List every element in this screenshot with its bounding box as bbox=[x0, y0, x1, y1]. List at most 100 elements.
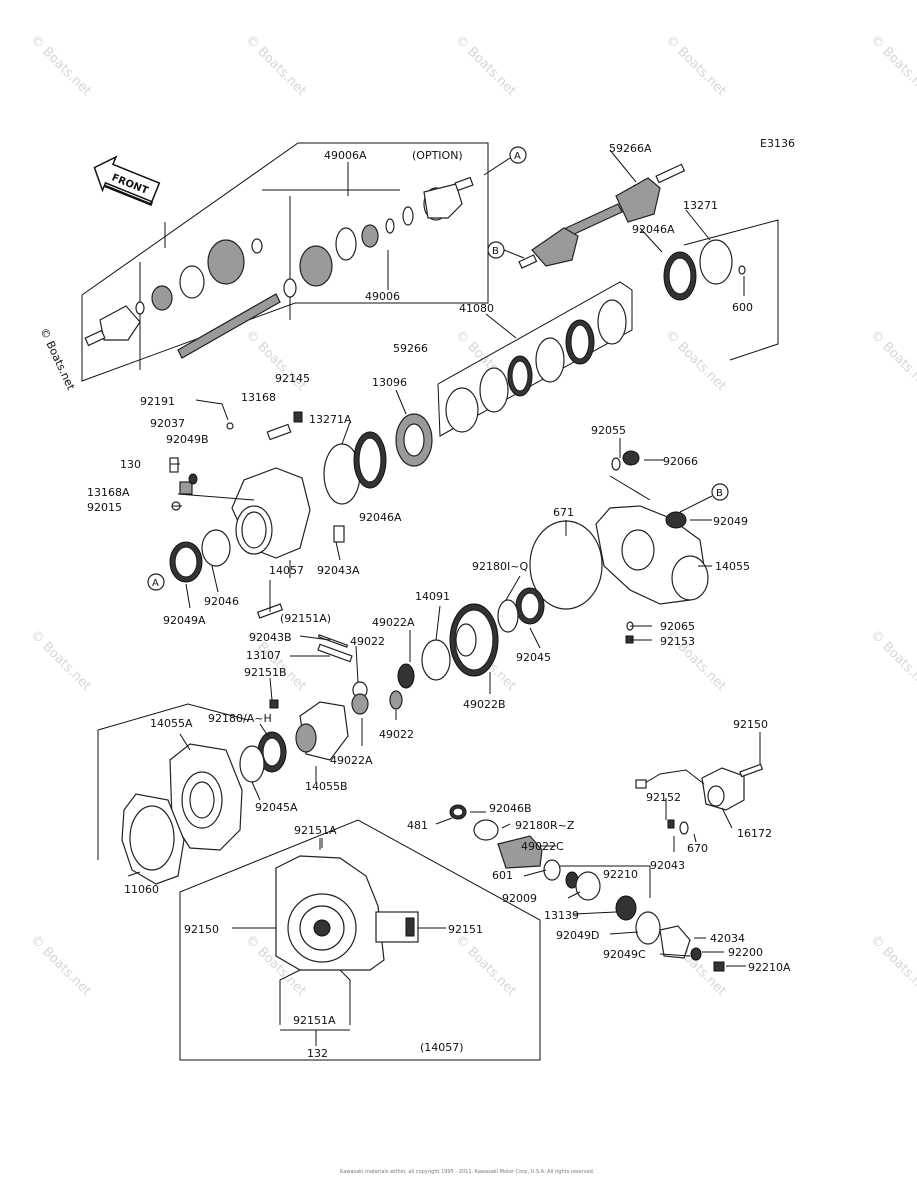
ref-b-label: B bbox=[716, 488, 723, 499]
part-label: 13168 bbox=[241, 391, 276, 404]
part-label: 92049A bbox=[163, 614, 206, 627]
ref-a-icon: A bbox=[483, 146, 527, 176]
part-label: 49022 bbox=[350, 635, 385, 648]
ref-b-icon: B bbox=[679, 483, 729, 513]
part-label: 92150 bbox=[184, 923, 219, 936]
watermark: © Boats.net bbox=[27, 627, 94, 694]
part-label: 92210 bbox=[603, 868, 638, 881]
part-label: 92152 bbox=[646, 791, 681, 804]
watermark: © Boats.net bbox=[867, 327, 917, 394]
part-label: 92043B bbox=[249, 631, 292, 644]
part-label: 13139 bbox=[544, 909, 579, 922]
part-label: 92180R~Z bbox=[515, 819, 575, 832]
rear-housing bbox=[529, 450, 709, 644]
ref-a-label: A bbox=[152, 578, 159, 589]
part-label: 670 bbox=[687, 842, 708, 855]
part-label: 92151A bbox=[293, 1014, 336, 1027]
diagram-code: E3136 bbox=[760, 137, 795, 150]
part-label: 130 bbox=[120, 458, 141, 471]
ref-a-label: A bbox=[514, 151, 521, 162]
part-label: 49022A bbox=[372, 616, 415, 629]
watermark: © Boats.net bbox=[662, 32, 729, 99]
part-label: 13096 bbox=[372, 376, 407, 389]
part-label: 92045A bbox=[255, 801, 298, 814]
part-label: 92150 bbox=[733, 718, 768, 731]
part-label: 14091 bbox=[415, 590, 450, 603]
ref-b-label: B bbox=[492, 246, 499, 257]
leader-lines bbox=[127, 149, 761, 967]
part-label: 14057 bbox=[269, 564, 304, 577]
part-label: 92055 bbox=[591, 424, 626, 437]
option-shaft-parts bbox=[84, 176, 474, 359]
part-label: 14055B bbox=[305, 780, 348, 793]
part-label: 92066 bbox=[663, 455, 698, 468]
part-label: 92043A bbox=[317, 564, 360, 577]
part-label: 11060 bbox=[124, 883, 159, 896]
part-label: 92049C bbox=[603, 948, 646, 961]
part-label: 92191 bbox=[140, 395, 175, 408]
clutch-pack bbox=[437, 281, 633, 437]
seal-box bbox=[663, 219, 779, 361]
copyright-text: Kawasaki materials within, all copyright… bbox=[340, 1169, 595, 1175]
part-label: 13168A bbox=[87, 486, 130, 499]
watermark: © Boats.net bbox=[452, 932, 519, 999]
axle-shaft bbox=[518, 163, 686, 269]
front-housing bbox=[169, 399, 433, 619]
part-label: 92009 bbox=[502, 892, 537, 905]
ref-a-icon: A bbox=[147, 573, 165, 591]
option-label: (OPTION) bbox=[412, 149, 463, 162]
watermark: © Boats.net bbox=[242, 32, 309, 99]
watermark: © Boats.net bbox=[867, 627, 917, 694]
part-label: 92049B bbox=[166, 433, 209, 446]
front-arrow-icon: FRONT bbox=[93, 155, 161, 207]
part-label: 14055 bbox=[715, 560, 750, 573]
part-labels: 49006A 59266A 13271 92046A 600 49006 592… bbox=[87, 142, 791, 1060]
part-label: 13271A bbox=[309, 413, 352, 426]
part-label: 481 bbox=[407, 819, 428, 832]
ref-b-icon: B bbox=[487, 241, 525, 259]
part-label: 92180/A~H bbox=[208, 712, 272, 725]
part-label: 92037 bbox=[150, 417, 185, 430]
sensor-assembly bbox=[635, 763, 764, 835]
part-label: 13271 bbox=[683, 199, 718, 212]
part-label: 13107 bbox=[246, 649, 281, 662]
part-label: 92210A bbox=[748, 961, 791, 974]
part-label: 92015 bbox=[87, 501, 122, 514]
part-label: 92153 bbox=[660, 635, 695, 648]
side-watermark: © Boats.net bbox=[37, 326, 77, 393]
watermark: © Boats.net bbox=[662, 327, 729, 394]
part-label: (92151A) bbox=[280, 612, 331, 625]
left-cover bbox=[97, 703, 249, 885]
shaft-group-outline bbox=[81, 142, 489, 382]
part-label: 92200 bbox=[728, 946, 763, 959]
watermark: © Boats.net bbox=[27, 932, 94, 999]
part-label: 59266A bbox=[609, 142, 652, 155]
part-label: 92049 bbox=[713, 515, 748, 528]
part-label: 92180I~Q bbox=[472, 560, 528, 573]
part-label: 671 bbox=[553, 506, 574, 519]
watermark: © Boats.net bbox=[867, 932, 917, 999]
part-label: 49022B bbox=[463, 698, 506, 711]
part-label: 41080 bbox=[459, 302, 494, 315]
part-label: 92046B bbox=[489, 802, 532, 815]
part-label: 49006A bbox=[324, 149, 367, 162]
part-label: 92145 bbox=[275, 372, 310, 385]
part-label: 14055A bbox=[150, 717, 193, 730]
part-label: 42034 bbox=[710, 932, 745, 945]
part-label: 92151B bbox=[244, 666, 287, 679]
part-label: 601 bbox=[492, 869, 513, 882]
part-label: 92045 bbox=[516, 651, 551, 664]
part-label: 49022A bbox=[330, 754, 373, 767]
part-label: 92151A bbox=[294, 824, 337, 837]
part-label: 92151 bbox=[448, 923, 483, 936]
part-label: 49022C bbox=[521, 840, 564, 853]
gear-set bbox=[239, 587, 545, 783]
part-label: 92043 bbox=[650, 859, 685, 872]
watermark: © Boats.net bbox=[867, 32, 917, 99]
housing-detail-box bbox=[179, 819, 541, 1061]
pinion-parts bbox=[449, 804, 725, 972]
part-label: 49022 bbox=[379, 728, 414, 741]
part-label: 49006 bbox=[365, 290, 400, 303]
part-label: 92046A bbox=[359, 511, 402, 524]
